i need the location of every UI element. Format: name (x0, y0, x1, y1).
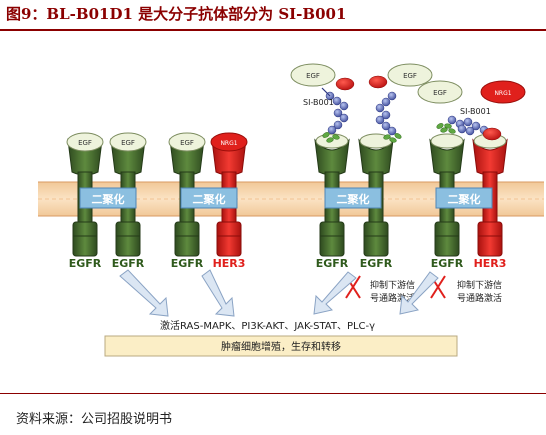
antibody-domain (381, 110, 391, 120)
antibody-domain (387, 126, 397, 136)
outcome-text: 肿瘤细胞增殖，生存和转移 (221, 340, 341, 353)
free-egf-ligand-2 (387, 63, 433, 87)
free-nrg1-ligand (480, 80, 526, 104)
antibody-domain (463, 117, 473, 127)
inhibition-text-2a: 抑制下游信 (457, 279, 502, 291)
antibody-si-b001-2 (368, 75, 402, 143)
dimerization-label-3: 二聚化 (337, 192, 370, 206)
receptor-label-her3-2: HER3 (474, 257, 507, 270)
antibody-si-b001-3 (436, 115, 502, 141)
egf-ligand (66, 132, 104, 152)
her3-binding-domain (368, 75, 388, 89)
receptor-label-her3-1: HER3 (213, 257, 246, 270)
egf-ligand-label: EGF (121, 139, 135, 147)
antibody-domain (339, 113, 349, 123)
antibody-si-b001-1 (321, 77, 355, 143)
signal-arrow-2 (201, 269, 235, 317)
signal-arrow-4 (399, 271, 439, 315)
free-ligands: EGF EGF EGF NRG1 SI-B001 SI-B001 (290, 63, 526, 116)
dimerization-label-4: 二聚化 (448, 192, 481, 206)
binding-fragment (448, 128, 456, 134)
figure-title: 图9：BL-B01D1 是大分子抗体部分为 SI-B001 (6, 5, 347, 23)
binding-fragment (394, 133, 402, 139)
receptor-label-egfr-5: EGFR (360, 257, 393, 270)
antibody-domain (375, 115, 385, 125)
antibody-domain (333, 108, 343, 118)
antibody-group (321, 75, 502, 143)
egf-ligand-label: EGF (78, 139, 92, 147)
egfr-receptor-1: EGF (66, 132, 104, 257)
inhibition-text-1a: 抑制下游信 (370, 279, 415, 291)
source-note: 资料来源：公司招股说明书 (16, 412, 173, 427)
binding-fragment (332, 134, 340, 140)
dimerization-label-2: 二聚化 (193, 192, 226, 206)
antibody-domain (381, 121, 391, 131)
nrg1-ligand-label: NRG1 (220, 140, 237, 147)
free-nrg1-label: NRG1 (494, 90, 511, 97)
free-egf-label-1: EGF (306, 72, 320, 80)
egf-ligand (109, 132, 147, 152)
receptor-group: EGF EGF EGF NRG1 (66, 132, 508, 257)
receptor-label-egfr-3: EGFR (171, 257, 204, 270)
dimerization-label-1: 二聚化 (92, 192, 125, 206)
dimerization-boxes: 二聚化 二聚化 二聚化 二聚化 (79, 187, 493, 209)
antibody-domain (339, 101, 349, 111)
pathways-text: 激活RAS-MAPK、PI3K-AKT、JAK-STAT、PLC-γ (160, 319, 375, 332)
nrg1-ligand (210, 132, 248, 152)
title-divider (0, 29, 546, 31)
her3-binding-domain (482, 127, 502, 141)
dimerization-box-2: 二聚化 (180, 187, 238, 209)
her3-binding-domain (335, 77, 355, 91)
dimerization-box-3: 二聚化 (324, 187, 382, 209)
egf-ligand (168, 132, 206, 152)
antibody-domain (375, 103, 385, 113)
binding-fragment (444, 123, 452, 129)
antibody-domain (381, 97, 391, 107)
free-egf-ligand-1 (290, 63, 336, 87)
antibody-domain (457, 124, 467, 134)
antibody-domain (447, 115, 457, 125)
dimerization-box-1: 二聚化 (79, 187, 137, 209)
receptor-labels: EGFR EGFR EGFR HER3 EGFR EGFR EGFR HER3 (69, 257, 507, 270)
signaling-arrows (119, 269, 439, 317)
antibody-label-1: SI-B001 (303, 98, 334, 107)
binding-fragment (440, 127, 448, 133)
antibody-domain (333, 120, 343, 130)
binding-fragment (326, 137, 334, 143)
dimerization-box-4: 二聚化 (435, 187, 493, 209)
antibody-label-2: SI-B001 (460, 107, 491, 116)
free-egf-label-2: EGF (403, 72, 417, 80)
receptor-label-egfr-2: EGFR (112, 257, 145, 270)
binding-fragment (322, 132, 330, 138)
signal-arrow-1 (119, 269, 169, 317)
antibody-domain (471, 121, 481, 131)
antibody-domain (332, 96, 342, 106)
antibody-domain (465, 126, 475, 136)
signal-arrow-3 (313, 271, 357, 315)
outcome-box: 肿瘤细胞增殖，生存和转移 (104, 335, 458, 357)
binding-fragment (436, 123, 444, 129)
empty-binding-site (430, 133, 464, 149)
inhibition-text-2b: 号通路激活 (457, 292, 502, 304)
receptor-label-egfr-4: EGFR (316, 257, 349, 270)
receptor-label-egfr-1: EGFR (69, 257, 102, 270)
egf-ligand-label: EGF (180, 139, 194, 147)
free-egf-ligand-3 (417, 80, 463, 104)
antibody-domain (327, 125, 337, 135)
footer-divider (0, 393, 546, 394)
antibody-domain (387, 91, 397, 101)
binding-fragment (383, 134, 391, 140)
egfr-receptor-2: EGF (109, 132, 147, 257)
binding-fragment (389, 137, 397, 143)
receptor-label-egfr-6: EGFR (431, 257, 464, 270)
her3-receptor-4: NRG1 (210, 132, 248, 257)
free-egf-label-3: EGF (433, 89, 447, 97)
